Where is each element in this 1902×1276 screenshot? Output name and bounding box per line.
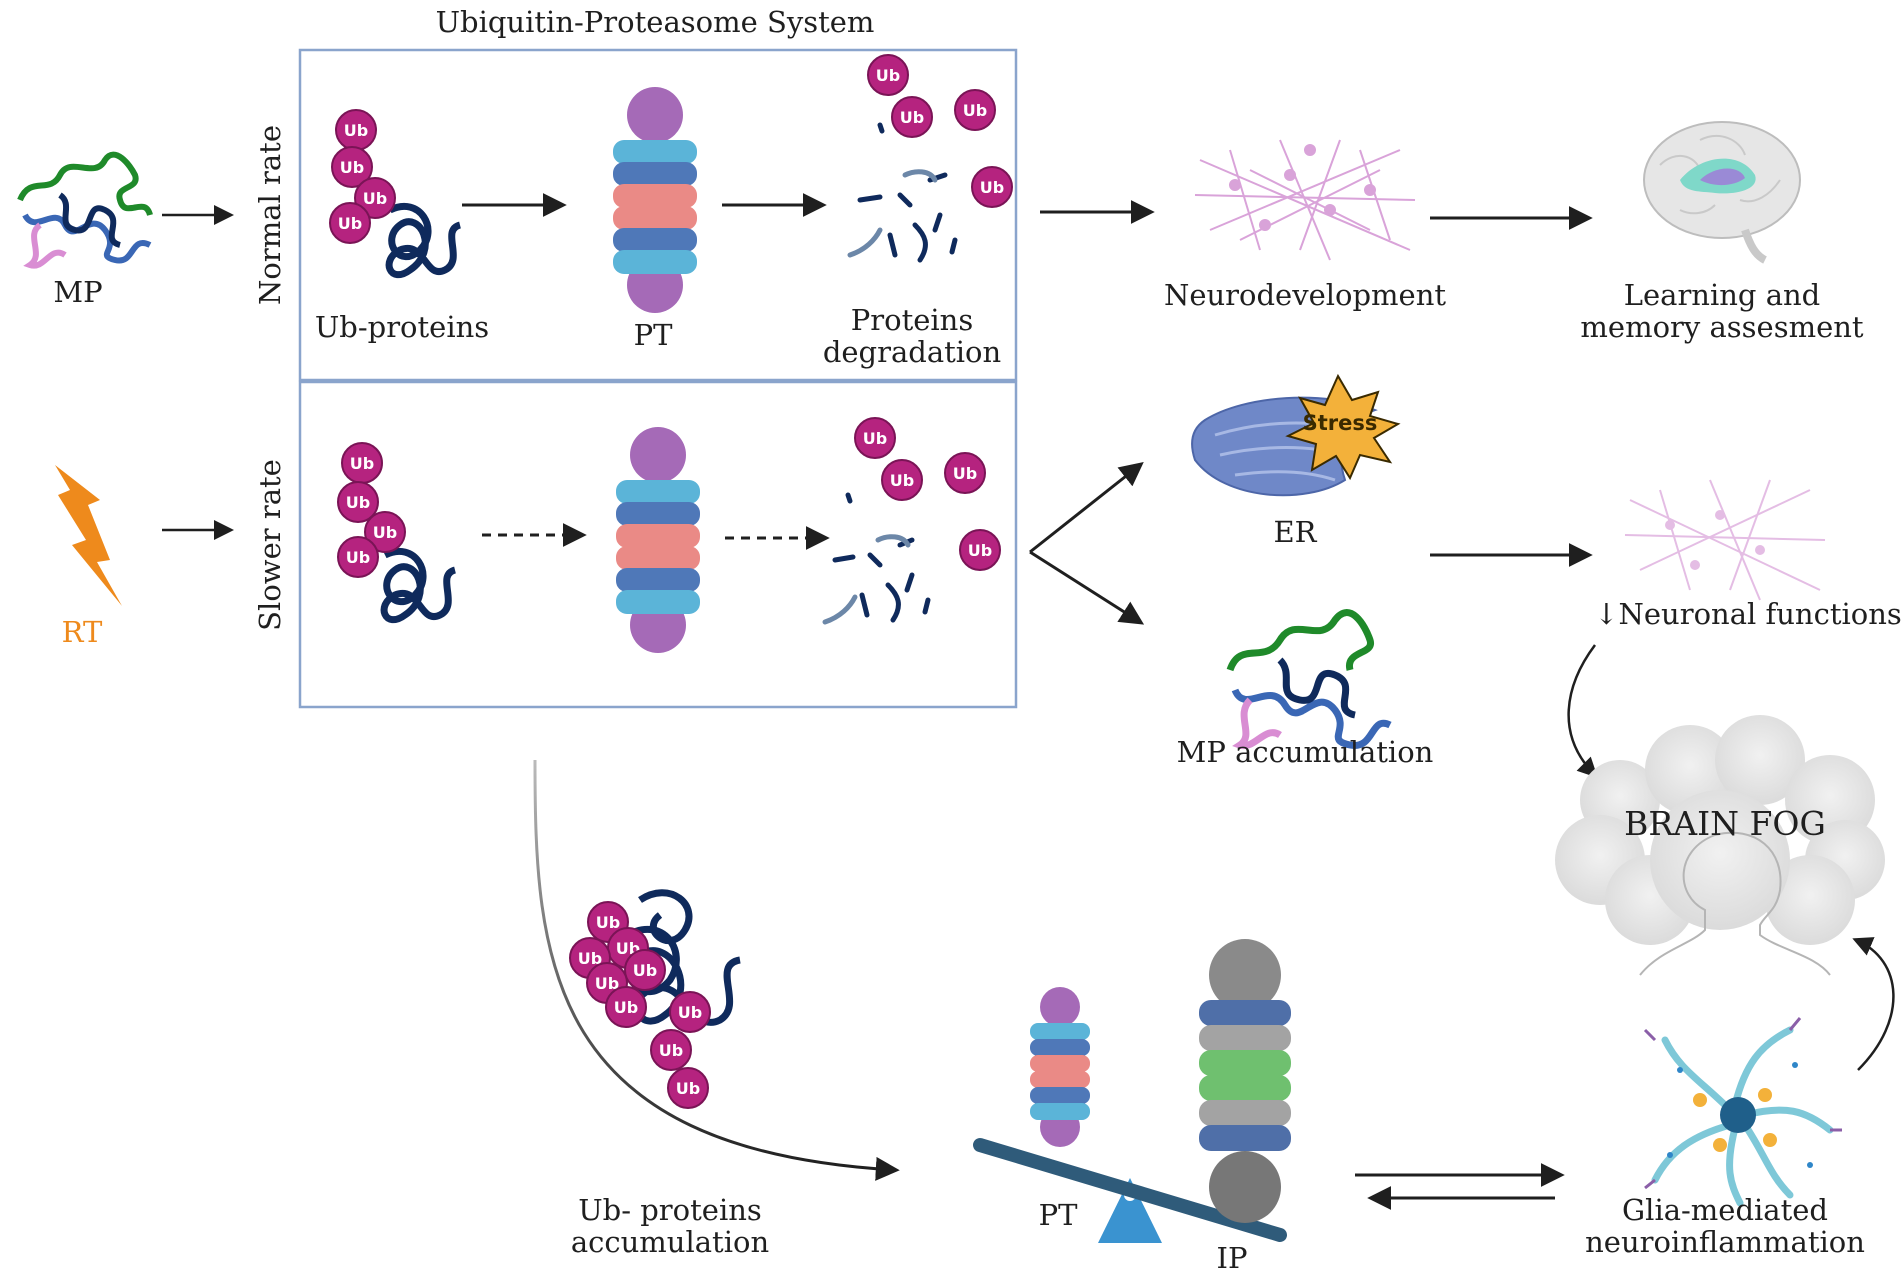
proteasome-icon [616,427,700,653]
ub-tag: Ub [605,986,647,1028]
ub-tag: Ub [971,166,1013,208]
proteins-degradation-label-line2: degradation [823,335,1001,369]
ub-protein-icon: Ub Ub Ub Ub [329,109,462,279]
misfolded-protein-accumulation-icon [1226,609,1392,750]
mp-label: MP [53,275,102,309]
curved-arrow-glia-to-brain-fog [1852,937,1895,1071]
neuron-network-icon [1194,139,1416,261]
ub-tag: Ub [669,991,711,1033]
svg-text:Ub: Ub [346,548,370,567]
svg-text:Ub: Ub [980,178,1004,197]
neuron-network-faded-icon [1624,479,1826,601]
stress-burst-icon [1285,373,1401,481]
svg-text:Ub: Ub [863,429,887,448]
curved-arrow-to-seesaw [533,759,900,1181]
misfolded-protein-icon [17,151,153,269]
slower-rate-box [298,380,1018,709]
normal-rate-label: Normal rate [253,125,287,305]
svg-text:Ub: Ub [338,214,362,233]
svg-text:Ub: Ub [659,1041,683,1060]
pt-bottom-label: PT [1039,1198,1079,1232]
ub-tag: Ub [867,54,909,96]
svg-text:Ub: Ub [678,1003,702,1022]
ip-label: IP [1217,1241,1248,1275]
protein-fragments-icon [822,492,931,625]
ub-tag: Ub [667,1067,709,1109]
learning-label-line1: Learning and [1624,278,1821,312]
radiation-lightning-icon [55,465,122,606]
ub-protein-accumulation-icon: Ub Ub Ub Ub Ub Ub Ub Ub Ub [569,889,742,1109]
arrow-to-mp-accumulation [1029,550,1145,625]
ub-accumulation-label-line2: accumulation [571,1225,769,1259]
ups-title: Ubiquitin-Proteasome System [436,5,875,39]
neurodevelopment-label: Neurodevelopment [1164,278,1446,312]
ub-tag: Ub [337,481,379,523]
ub-tag: Ub [881,459,923,501]
svg-text:Ub: Ub [968,541,992,560]
ub-tag: Ub [331,146,373,188]
ub-tag: Ub [335,109,377,151]
ub-tag: Ub [341,442,383,484]
ub-tag: Ub [954,89,996,131]
ub-tag: Ub [959,529,1001,571]
ub-tag: Ub [337,536,379,578]
normal-rate-box [298,48,1018,382]
immunoproteasome-icon [1199,939,1291,1223]
svg-text:Ub: Ub [614,998,638,1017]
svg-text:Ub: Ub [373,523,397,542]
learning-label-line2: memory assesment [1580,310,1864,344]
ub-accumulation-label-line1: Ub- proteins [578,1193,762,1227]
svg-text:Ub: Ub [363,189,387,208]
svg-text:Ub: Ub [953,464,977,483]
svg-text:Ub: Ub [890,471,914,490]
mp-accumulation-label: MP accumulation [1177,735,1434,769]
svg-text:Ub: Ub [340,158,364,177]
svg-text:Ub: Ub [900,108,924,127]
curved-arrow-to-brain-fog [1567,644,1598,778]
svg-text:Ub: Ub [595,974,619,993]
protein-fragments-icon [847,122,958,263]
er-label: ER [1273,515,1317,549]
svg-text:Ub: Ub [876,66,900,85]
glia-label-line1: Glia-mediated [1622,1193,1828,1227]
ub-tag: Ub [364,511,406,553]
ub-tag: Ub [650,1029,692,1071]
neuronal-functions-label: ↓Neuronal functions [1594,597,1902,631]
brain-fog-label: BRAIN FOG [1624,804,1826,843]
ub-tag: Ub [624,949,666,991]
ub-proteins-label: Ub-proteins [315,310,489,344]
slower-rate-label: Slower rate [253,459,287,631]
svg-text:Ub: Ub [596,913,620,932]
seesaw-icon [973,1138,1287,1243]
rt-label: RT [62,615,103,649]
brain-icon [1643,121,1801,264]
ub-tag: Ub [854,417,896,459]
svg-text:Ub: Ub [963,101,987,120]
proteasome-icon [613,87,697,313]
svg-text:Ub: Ub [633,961,657,980]
ub-protein-icon: Ub Ub Ub Ub [337,442,457,624]
proteasome-small-icon [1030,987,1090,1147]
pt-label: PT [634,318,674,352]
glia-cell-icon [1643,1017,1842,1207]
glia-label-line2: neuroinflammation [1585,1225,1865,1259]
ub-tag: Ub [354,177,396,219]
proteins-degradation-label-line1: Proteins [851,303,974,337]
ub-tag: Ub [891,96,933,138]
stress-label: Stress [1303,411,1378,435]
svg-text:Ub: Ub [350,454,374,473]
ub-tag: Ub [329,202,371,244]
svg-text:Ub: Ub [344,121,368,140]
brain-fog-cloud-icon [1555,715,1885,976]
svg-text:Ub: Ub [578,949,602,968]
svg-text:Ub: Ub [346,493,370,512]
svg-text:Ub: Ub [676,1079,700,1098]
arrow-to-er [1029,462,1144,554]
ub-tag: Ub [944,452,986,494]
